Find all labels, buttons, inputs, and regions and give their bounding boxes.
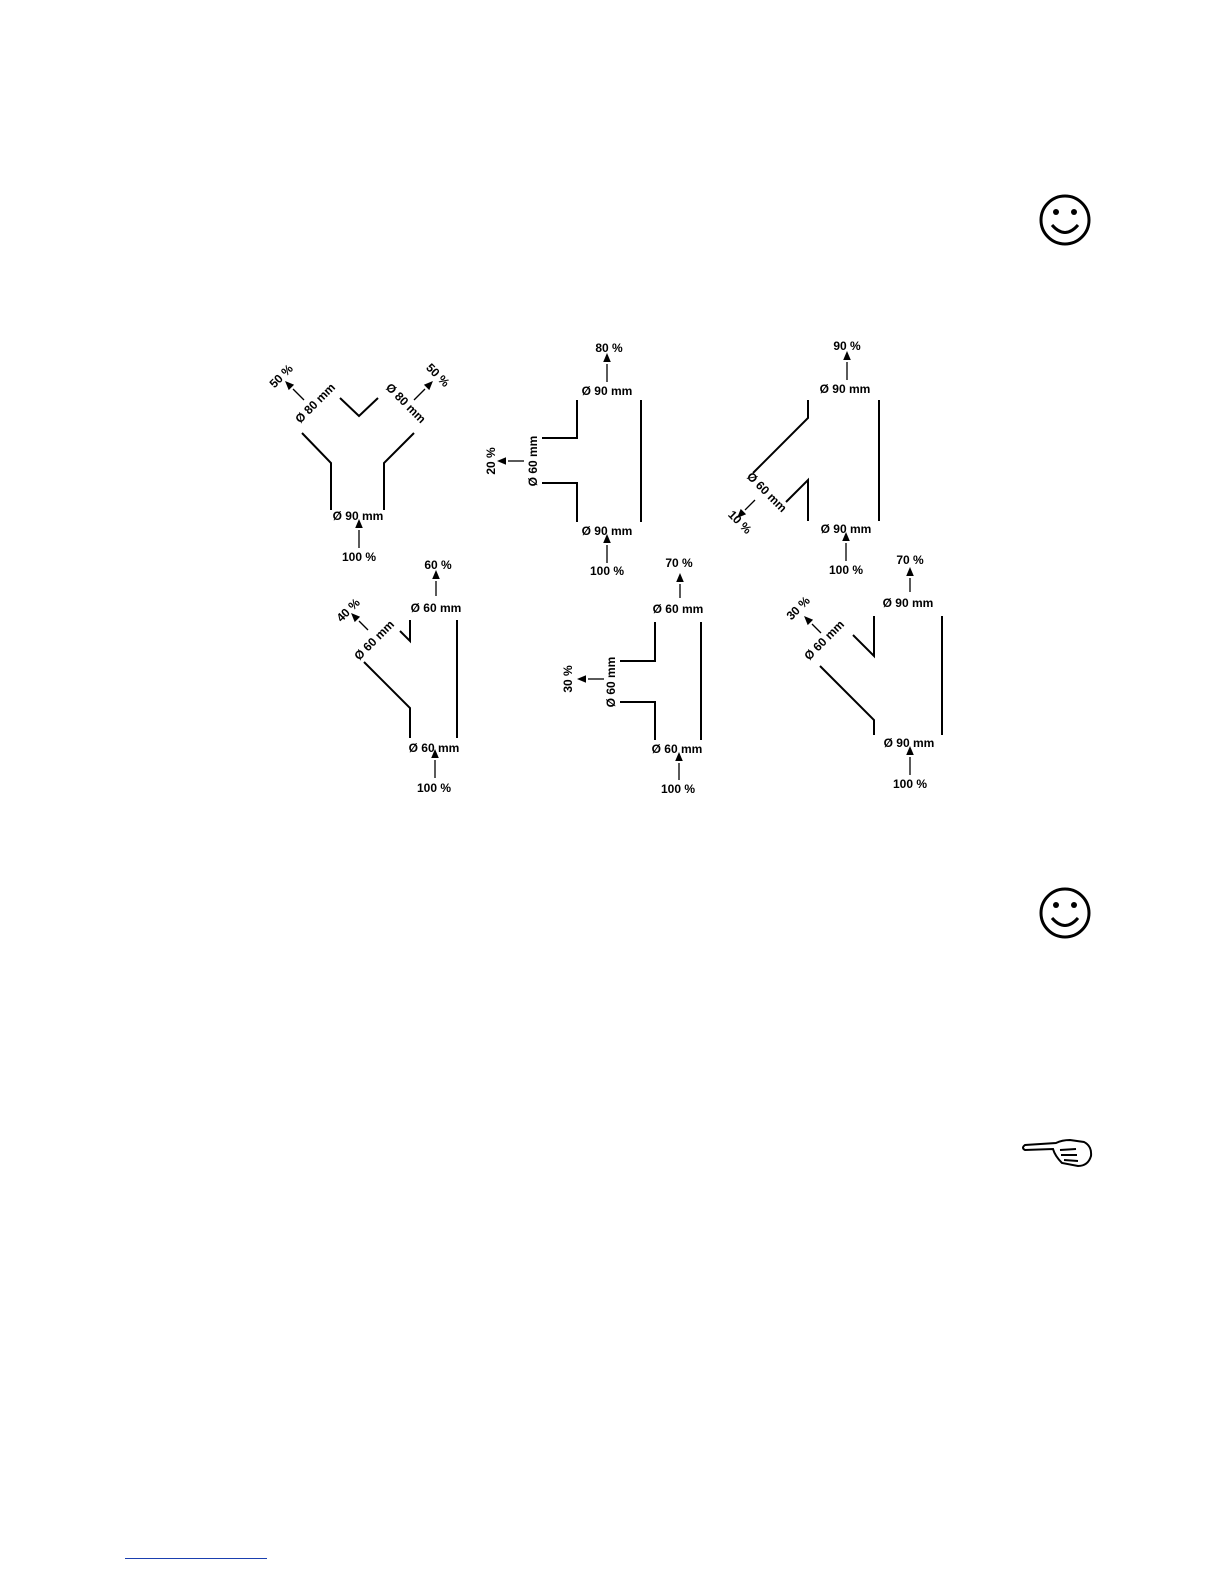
outlet-diameter-label: Ø 90 mm xyxy=(883,596,934,610)
inlet-percent-label: 100 % xyxy=(829,563,863,577)
left-branch-diameter-label: Ø 80 mm xyxy=(292,380,338,426)
branch-percent-label: 30 % xyxy=(561,665,575,693)
smiley-icon xyxy=(1041,889,1089,937)
diagram-angle-90: 100 % Ø 90 mm Ø 90 mm 90 % Ø 60 mm 10 % xyxy=(725,339,879,577)
branch-percent-label: 40 % xyxy=(334,595,363,624)
outlet-percent-label: 60 % xyxy=(424,558,452,572)
diagram-angle-60: 100 % Ø 60 mm Ø 60 mm 60 % Ø 60 mm 40 % xyxy=(334,558,462,795)
inlet-diameter-label: Ø 90 mm xyxy=(333,509,384,523)
diagram-y-split: 100 % Ø 90 mm Ø 80 mm 50 % Ø 80 mm 50 % xyxy=(267,361,453,564)
branch-diameter-label: Ø 60 mm xyxy=(526,436,540,487)
branch-diameter-label: Ø 60 mm xyxy=(351,617,397,663)
inlet-percent-label: 100 % xyxy=(661,782,695,796)
inlet-percent-label: 100 % xyxy=(342,550,376,564)
inlet-percent-label: 100 % xyxy=(893,777,927,791)
outlet-diameter-label: Ø 90 mm xyxy=(582,384,633,398)
inlet-percent-label: 100 % xyxy=(417,781,451,795)
branch-diameter-label: Ø 60 mm xyxy=(604,657,618,708)
right-branch-diameter-label: Ø 80 mm xyxy=(383,380,429,426)
outlet-diameter-label: Ø 60 mm xyxy=(411,601,462,615)
inlet-percent-label: 100 % xyxy=(590,564,624,578)
pointing-hand-icon xyxy=(1023,1140,1091,1166)
diagram-tee-60: 100 % Ø 60 mm Ø 60 mm 70 % Ø 60 mm 30 % xyxy=(561,556,703,796)
inlet-diameter-label: Ø 90 mm xyxy=(582,524,633,538)
branch-percent-label: 20 % xyxy=(484,447,498,475)
inlet-diameter-label: Ø 60 mm xyxy=(652,742,703,756)
inlet-diameter-label: Ø 90 mm xyxy=(884,736,935,750)
outlet-percent-label: 70 % xyxy=(896,553,924,567)
branch-percent-label: 10 % xyxy=(725,508,754,537)
inlet-diameter-label: Ø 90 mm xyxy=(821,522,872,536)
outlet-percent-label: 80 % xyxy=(595,341,623,355)
branch-diameter-label: Ø 60 mm xyxy=(744,469,790,515)
diagram-tee-90: 100 % Ø 90 mm Ø 90 mm 80 % Ø 60 mm 20 % xyxy=(484,341,641,578)
outlet-percent-label: 70 % xyxy=(665,556,693,570)
footnote-rule xyxy=(125,1558,267,1559)
diagram-angle-90b: 100 % Ø 90 mm Ø 90 mm 70 % Ø 60 mm 30 % xyxy=(784,553,942,791)
inlet-diameter-label: Ø 60 mm xyxy=(409,741,460,755)
outlet-diameter-label: Ø 90 mm xyxy=(820,382,871,396)
smiley-icon xyxy=(1041,196,1089,244)
outlet-percent-label: 90 % xyxy=(833,339,861,353)
outlet-diameter-label: Ø 60 mm xyxy=(653,602,704,616)
